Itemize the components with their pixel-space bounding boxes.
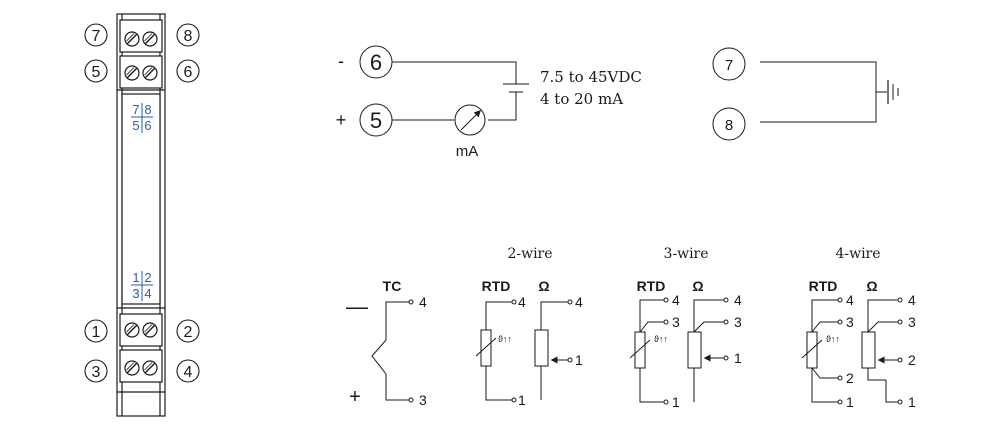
svg-text:4: 4 [144,286,151,301]
four-wire-ohm-pin-1: 1 [908,394,916,410]
ground-terminal-8: 8 [725,117,733,134]
tc-plus-sign: + [349,386,361,408]
three-wire-rtd [629,297,669,405]
tc-symbol [371,299,414,403]
two-wire-potentiometer [534,299,573,400]
din-module [116,13,166,417]
three-wire-ohm-pin-4: 4 [734,292,742,308]
svg-text:7: 7 [132,102,139,117]
power-terminal-5: 5 [370,108,382,133]
supply-voltage-label: 7.5 to 45VDC [540,68,642,86]
loop-current-label: 4 to 20 mA [540,90,623,108]
ground-connection [712,47,899,141]
front-label-top: 7 8 5 6 [131,102,153,133]
three-wire-rtd-pin-1: 1 [672,394,680,410]
four-wire-ohm-label: Ω [866,278,877,294]
ground-terminal-7: 7 [725,57,733,74]
two-wire-rtd-pin-1: 1 [518,392,526,408]
power-loop [359,45,529,137]
power-minus-sign: - [338,51,344,71]
four-wire-ohm-pin-4: 4 [908,292,916,308]
four-wire-heading: 4-wire [835,246,880,262]
tc-pin-3: 3 [419,392,427,408]
svg-text:6: 6 [144,118,151,133]
four-wire-rtd-pin-4: 4 [846,292,854,308]
four-wire-rtd-pin-3: 3 [846,314,854,330]
svg-text:5: 5 [132,118,139,133]
terminal-number-1: 1 [92,324,101,341]
two-wire-ohm-pin-4: 4 [575,294,583,310]
terminal-number-5: 5 [92,64,101,81]
four-wire-ohm-pin-3: 3 [908,314,916,330]
terminal-number-2: 2 [184,324,193,341]
ammeter-icon [454,104,486,136]
svg-text:1: 1 [132,270,139,285]
terminal-number-4: 4 [184,364,193,381]
power-terminal-6: 6 [370,50,382,75]
two-wire-ohm-label: Ω [538,278,549,294]
three-wire-rtd-pin-4: 4 [672,292,680,308]
terminal-number-8: 8 [184,28,193,45]
three-wire-rtd-label: RTD [637,278,666,294]
three-wire-ohm-label: Ω [692,278,703,294]
svg-text:3: 3 [132,286,139,301]
two-wire-rtd [475,299,517,403]
three-wire-potentiometer [687,297,729,402]
tc-pin-4: 4 [419,294,427,310]
two-wire-ohm-pin-1: 1 [575,352,583,368]
terminal-number-3: 3 [92,364,101,381]
two-wire-theta-icon: ϑ↑↑ [498,334,512,344]
meter-label: mA [456,143,479,160]
tc-minus-sign: — [346,294,368,319]
three-wire-ohm-pin-1: 1 [734,350,742,366]
three-wire-rtd-pin-3: 3 [672,314,680,330]
two-wire-heading: 2-wire [507,246,552,262]
four-wire-rtd-pin-1: 1 [846,394,854,410]
svg-text:8: 8 [144,102,151,117]
terminal-number-7: 7 [92,28,101,45]
svg-text:2: 2 [144,270,151,285]
front-label-bottom: 1 2 3 4 [131,270,153,301]
terminal-number-6: 6 [184,64,193,81]
three-wire-ohm-pin-3: 3 [734,314,742,330]
tc-title: TC [383,278,402,294]
four-wire-rtd-pin-2: 2 [846,370,854,386]
power-plus-sign: + [336,110,347,130]
four-wire-potentiometer [861,297,903,405]
terminal-numbers [84,23,200,383]
four-wire-rtd [801,297,843,405]
four-wire-ohm-pin-2: 2 [908,352,916,368]
four-wire-rtd-label: RTD [809,278,838,294]
three-wire-theta-icon: ϑ↑↑ [654,334,668,344]
two-wire-rtd-pin-4: 4 [518,294,526,310]
two-wire-rtd-label: RTD [482,278,511,294]
four-wire-theta-icon: ϑ↑↑ [826,334,840,344]
three-wire-heading: 3-wire [663,246,708,262]
